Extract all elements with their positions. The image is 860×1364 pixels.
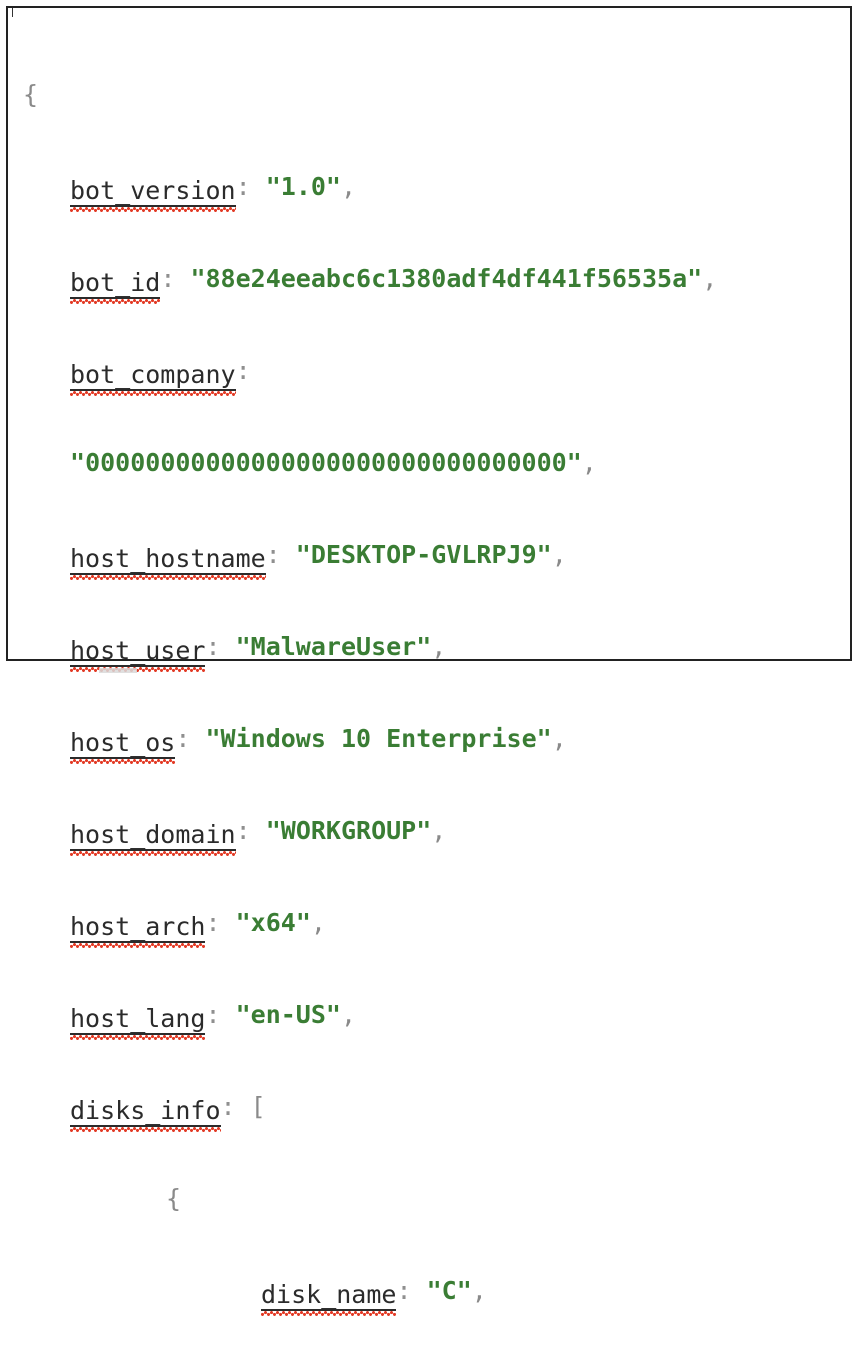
line-bot-id: bot_id: "88e24eeabc6c1380adf4df441f56535… <box>8 261 718 304</box>
disk-open-brace: { <box>166 1184 182 1213</box>
colon-host-domain: : <box>235 816 251 845</box>
value-host-arch: "x64" <box>235 908 311 937</box>
value-bot-version: "1.0" <box>265 172 341 201</box>
line-disk-name: disk_name: "C", <box>8 1273 717 1316</box>
disks-info-open-bracket: [ <box>250 1092 266 1121</box>
value-host-user: "MalwareUser" <box>235 632 432 661</box>
key-bot-version: bot_version <box>70 176 236 212</box>
colon-host-user: : <box>205 632 221 661</box>
key-host-hostname: host_hostname <box>70 544 266 580</box>
value-host-os: "Windows 10 Enterprise" <box>205 724 552 753</box>
key-host-lang: host_lang <box>70 1004 206 1040</box>
colon-host-os: : <box>175 724 191 753</box>
frame-corner-tick <box>12 8 13 17</box>
value-host-lang: "en-US" <box>235 1000 341 1029</box>
line-disks-info: disks_info: [ <box>8 1089 717 1132</box>
value-bot-id: "88e24eeabc6c1380adf4df441f56535a" <box>190 264 703 293</box>
page-bottom-artifact <box>99 668 137 673</box>
colon-host-hostname: : <box>265 540 281 569</box>
value-host-hostname: "DESKTOP-GVLRPJ9" <box>295 540 552 569</box>
colon-disk-name: : <box>396 1276 412 1305</box>
colon-bot-company: : <box>235 356 251 385</box>
comma-host-os: , <box>551 724 567 753</box>
root-open-brace: { <box>23 80 39 109</box>
key-host-os: host_os <box>70 728 176 764</box>
key-disks-info: disks_info <box>70 1096 221 1132</box>
line-root-open-brace: { <box>8 77 717 112</box>
line-host-arch: host_arch: "x64", <box>8 905 717 948</box>
comma-host-lang: , <box>340 1000 357 1029</box>
comma-bot-version: , <box>340 172 357 201</box>
colon-host-arch: : <box>205 908 221 937</box>
key-disk-name: disk_name <box>261 1280 397 1316</box>
json-output-frame: { bot_version: "1.0", bot_id: "88e24eeab… <box>6 6 852 1316</box>
comma-bot-id: , <box>702 264 718 293</box>
line-host-user: host_user: "MalwareUser", <box>8 629 717 672</box>
comma-host-user: , <box>431 632 447 661</box>
line-host-domain: host_domain: "WORKGROUP", <box>8 813 717 856</box>
json-code-block: { bot_version: "1.0", bot_id: "88e24eeab… <box>8 8 717 1364</box>
comma-host-hostname: , <box>551 540 567 569</box>
comma-host-domain: , <box>431 816 447 845</box>
key-bot-id: bot_id <box>70 268 161 304</box>
line-bot-version: bot_version: "1.0", <box>8 169 717 212</box>
line-bot-company-key: bot_company: <box>8 353 717 396</box>
key-host-arch: host_arch <box>70 912 206 948</box>
line-disk-open-brace: { <box>8 1181 717 1216</box>
value-disk-name: "C" <box>426 1276 472 1305</box>
value-bot-company: "00000000000000000000000000000000" <box>70 448 582 477</box>
colon-bot-id: : <box>160 264 176 293</box>
comma-host-arch: , <box>310 908 326 937</box>
key-host-user: host_user <box>70 636 206 672</box>
colon-bot-version: : <box>235 172 251 201</box>
comma-disk-name: , <box>471 1276 487 1305</box>
key-host-domain: host_domain <box>70 820 236 856</box>
line-bot-company-value: "00000000000000000000000000000000", <box>8 445 717 480</box>
key-bot-company: bot_company <box>70 360 236 396</box>
colon-host-lang: : <box>205 1000 221 1029</box>
value-host-domain: "WORKGROUP" <box>265 816 432 845</box>
line-host-os: host_os: "Windows 10 Enterprise", <box>8 721 717 764</box>
line-host-hostname: host_hostname: "DESKTOP-GVLRPJ9", <box>8 537 717 580</box>
comma-bot-company: , <box>581 448 597 477</box>
line-host-lang: host_lang: "en-US", <box>8 997 717 1040</box>
colon-disks-info: : <box>220 1092 236 1121</box>
